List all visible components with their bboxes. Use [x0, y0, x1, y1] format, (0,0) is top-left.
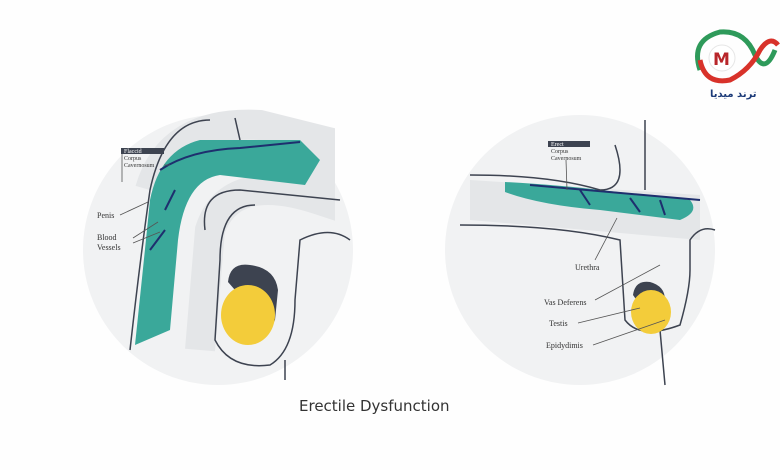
diagram-title: Erectile Dysfunction: [299, 397, 450, 415]
testis-leader: [577, 307, 641, 324]
logo-red-swoosh: [697, 38, 780, 84]
left-flaccid-diagram: Flaccid Corpus Cavernosum Penis Blood Ve…: [83, 109, 353, 385]
right-corpus-cavernosum: [505, 182, 694, 220]
right-tag-header: Erect: [551, 142, 564, 148]
right-testis: [631, 290, 671, 334]
label-vas-deferens: Vas Deferens: [544, 298, 586, 307]
label-blood-vessels-1: Blood: [97, 233, 117, 242]
label-urethra: Urethra: [575, 263, 600, 272]
label-penis: Penis: [97, 211, 114, 220]
logo-letter: M: [713, 50, 730, 70]
left-tag-header-bg: [121, 148, 164, 154]
label-epididymis: Epidydimis: [546, 341, 583, 350]
blood-vessels-leader: [132, 221, 161, 244]
left-blood-vessels: [149, 141, 301, 251]
right-tag-line-1: Corpus: [551, 149, 569, 155]
penis-leader: [119, 201, 149, 216]
right-tag-line-2: Cavernosum: [551, 156, 582, 162]
left-tag-header: Flaccid: [124, 149, 142, 155]
left-testis: [221, 285, 275, 345]
logo-green-swoosh: [695, 29, 778, 71]
label-blood-vessels-2: Vessels: [97, 243, 121, 252]
logo-text: ترند ميديا: [710, 89, 757, 100]
left-outline: [129, 117, 351, 380]
right-tag-leader: [565, 159, 568, 191]
left-tag-leader: [121, 154, 170, 182]
logo: M ترند ميديا: [695, 29, 780, 100]
right-blood-vessels: [529, 184, 701, 216]
label-testis: Testis: [549, 319, 568, 328]
right-outline: [459, 120, 716, 386]
left-tag-line-2: Cavernosum: [124, 163, 155, 169]
logo-badge: [708, 44, 736, 72]
right-tag-header-bg: [548, 141, 590, 147]
urethra-leader: [594, 217, 618, 261]
epididymis-leader: [592, 319, 666, 346]
left-corpus-cavernosum: [135, 140, 320, 345]
left-tag-line-1: Corpus: [124, 156, 142, 162]
left-shading: [135, 109, 335, 352]
right-erect-diagram: Erect Corpus Cavernosum Urethra Vas Defe…: [445, 115, 716, 386]
vas-deferens-leader: [594, 264, 661, 301]
